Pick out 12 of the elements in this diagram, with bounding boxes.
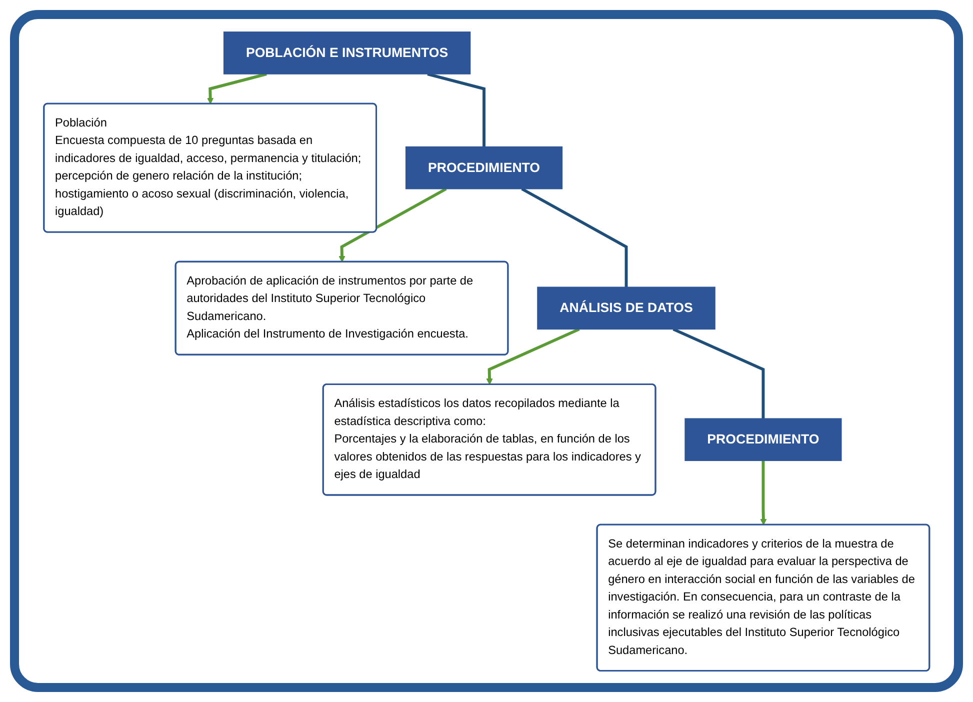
connector — [427, 72, 486, 146]
node-box — [223, 31, 470, 74]
arrow — [486, 327, 580, 385]
arrow — [760, 460, 767, 525]
arrow — [206, 72, 267, 104]
node-box — [684, 418, 842, 461]
node-box — [536, 286, 716, 330]
connector — [521, 187, 628, 287]
connector — [672, 327, 765, 418]
node-box — [405, 146, 562, 189]
arrow — [338, 187, 447, 262]
diagram-frame: POBLACIÓN E INSTRUMENTOS Población Encuesta compuesta de 10 preguntas basada en indicadores de igualdad, acceso, permanencia y titulación; percepción de genero relación de la institución; hostigamiento o acoso sexual (discriminación, violencia, igualdad) PROCEDIMIENTO Aprobación de aplicación de instrumentos por parte de autoridades del Instituto Superior Tecnológico Sudamericano. Aplicación del Instrumento de Investigación encuesta. ANÁLISIS DE DATOS Análisis estadísticos los datos recopilados mediante la estadística descriptiva como: Porcentajes y la elaboración de tablas, en función de los valores obtenidos de las respuestas para los indicadores y ejes de igualdad PROCEDIMIENTO Se determinan indicadores y criterios de la muestra de acuerdo al eje de igualdad para evaluar la perspectiva de género en interacción social en función de las variables de investigación. En consecuencia, para un contraste de la información se realizó una revisión de las políticas inclusivas ejecutables del Instituto Superior Tecnológico Sudamericano. — [10, 10, 963, 692]
